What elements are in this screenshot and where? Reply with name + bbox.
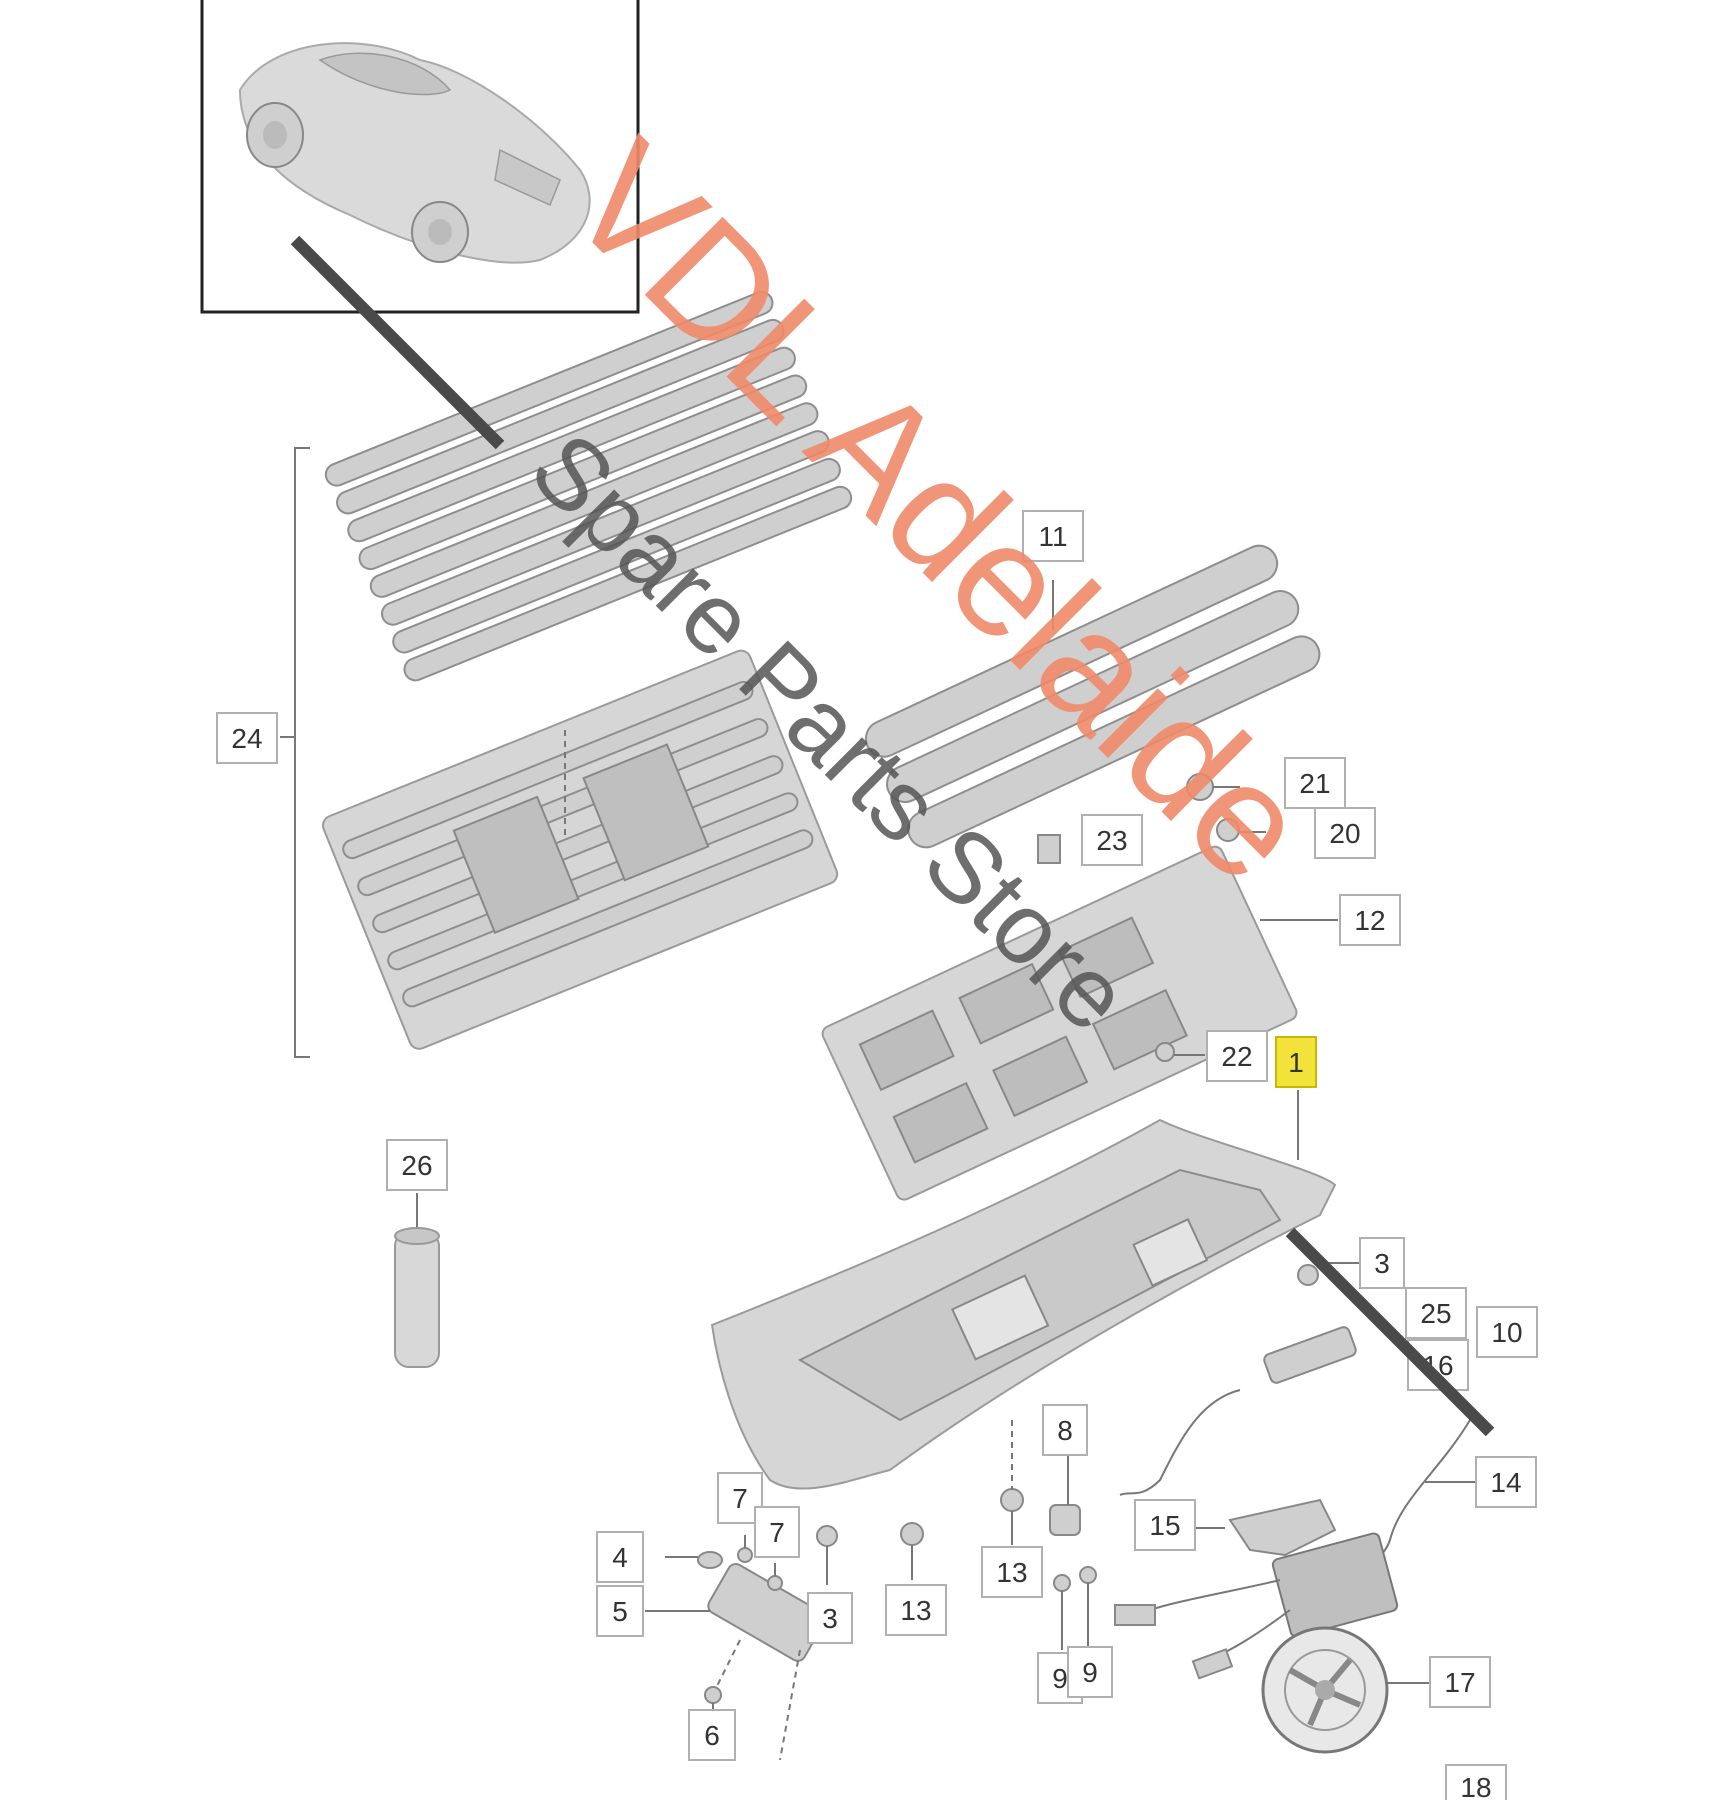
svg-text:22: 22 xyxy=(1221,1041,1252,1072)
svg-text:20: 20 xyxy=(1329,818,1360,849)
hinge-hardware-left xyxy=(645,1420,1097,1761)
fasteners-top xyxy=(1037,773,1338,1062)
grille-upper-24 xyxy=(324,291,853,682)
callout-6[interactable]: 6 xyxy=(688,1709,736,1761)
grille-lower-24 xyxy=(322,649,839,1050)
svg-text:5: 5 xyxy=(612,1596,628,1627)
bracket-24 xyxy=(280,447,310,1058)
vehicle-thumbnail xyxy=(200,0,640,314)
svg-text:7: 7 xyxy=(769,1517,785,1548)
svg-text:13: 13 xyxy=(996,1557,1027,1588)
grille-11 xyxy=(864,544,1321,849)
callout-22[interactable]: 22 xyxy=(1206,1030,1268,1082)
svg-text:8: 8 xyxy=(1057,1415,1073,1446)
callout-10[interactable]: 10 xyxy=(1476,1306,1538,1358)
svg-text:15: 15 xyxy=(1149,1510,1180,1541)
fan-17 xyxy=(1261,1626,1430,1754)
svg-text:4: 4 xyxy=(612,1542,628,1573)
svg-text:9: 9 xyxy=(1052,1663,1068,1694)
callout-24[interactable]: 24 xyxy=(216,712,278,764)
touch-up-bottle-26 xyxy=(394,1193,440,1368)
svg-text:26: 26 xyxy=(401,1150,432,1181)
latch-parts xyxy=(1114,1262,1475,1680)
svg-text:7: 7 xyxy=(732,1483,748,1514)
callout-4[interactable]: 4 xyxy=(596,1531,644,1583)
callout-21[interactable]: 21 xyxy=(1284,757,1346,809)
callout-15[interactable]: 15 xyxy=(1134,1499,1196,1551)
svg-text:13: 13 xyxy=(900,1595,931,1626)
callout-12[interactable]: 12 xyxy=(1339,894,1401,946)
callout-13-b[interactable]: 13 xyxy=(981,1546,1043,1598)
callouts: 1 3 3 4 5 6 7 7 xyxy=(216,510,1538,1800)
car-icon xyxy=(238,42,591,264)
svg-text:23: 23 xyxy=(1096,825,1127,856)
callout-11[interactable]: 11 xyxy=(1022,510,1084,562)
callout-9-b[interactable]: 9 xyxy=(1067,1646,1113,1698)
grille-frame-12 xyxy=(821,845,1298,1201)
callout-8[interactable]: 8 xyxy=(1042,1404,1088,1456)
callout-20[interactable]: 20 xyxy=(1314,807,1376,859)
callout-3-upper[interactable]: 3 xyxy=(1359,1237,1405,1289)
svg-text:11: 11 xyxy=(1038,521,1067,552)
callout-26[interactable]: 26 xyxy=(386,1139,448,1191)
callout-17[interactable]: 17 xyxy=(1429,1656,1491,1708)
callout-23[interactable]: 23 xyxy=(1081,814,1143,866)
callout-7-a[interactable]: 7 xyxy=(717,1472,763,1524)
engine-lid-1 xyxy=(710,1090,1337,1490)
svg-text:25: 25 xyxy=(1420,1298,1451,1329)
svg-text:21: 21 xyxy=(1299,768,1330,799)
callout-1[interactable]: 1 xyxy=(1275,1036,1317,1088)
svg-text:24: 24 xyxy=(231,723,262,754)
callout-3-lower[interactable]: 3 xyxy=(807,1592,853,1644)
callout-7-b[interactable]: 7 xyxy=(754,1506,800,1558)
svg-text:10: 10 xyxy=(1491,1317,1522,1348)
svg-text:3: 3 xyxy=(822,1603,838,1634)
callout-25[interactable]: 25 xyxy=(1405,1287,1467,1339)
svg-text:3: 3 xyxy=(1374,1248,1390,1279)
callout-13-a[interactable]: 13 xyxy=(885,1584,947,1636)
callout-5[interactable]: 5 xyxy=(596,1585,644,1637)
svg-text:1: 1 xyxy=(1288,1047,1304,1078)
callout-18[interactable]: 18 xyxy=(1445,1764,1507,1800)
svg-text:6: 6 xyxy=(704,1720,720,1751)
callout-14[interactable]: 14 xyxy=(1475,1456,1537,1508)
svg-text:17: 17 xyxy=(1444,1667,1475,1698)
svg-text:12: 12 xyxy=(1354,905,1385,936)
svg-text:14: 14 xyxy=(1490,1467,1521,1498)
svg-text:9: 9 xyxy=(1082,1657,1098,1688)
svg-text:18: 18 xyxy=(1460,1772,1491,1800)
